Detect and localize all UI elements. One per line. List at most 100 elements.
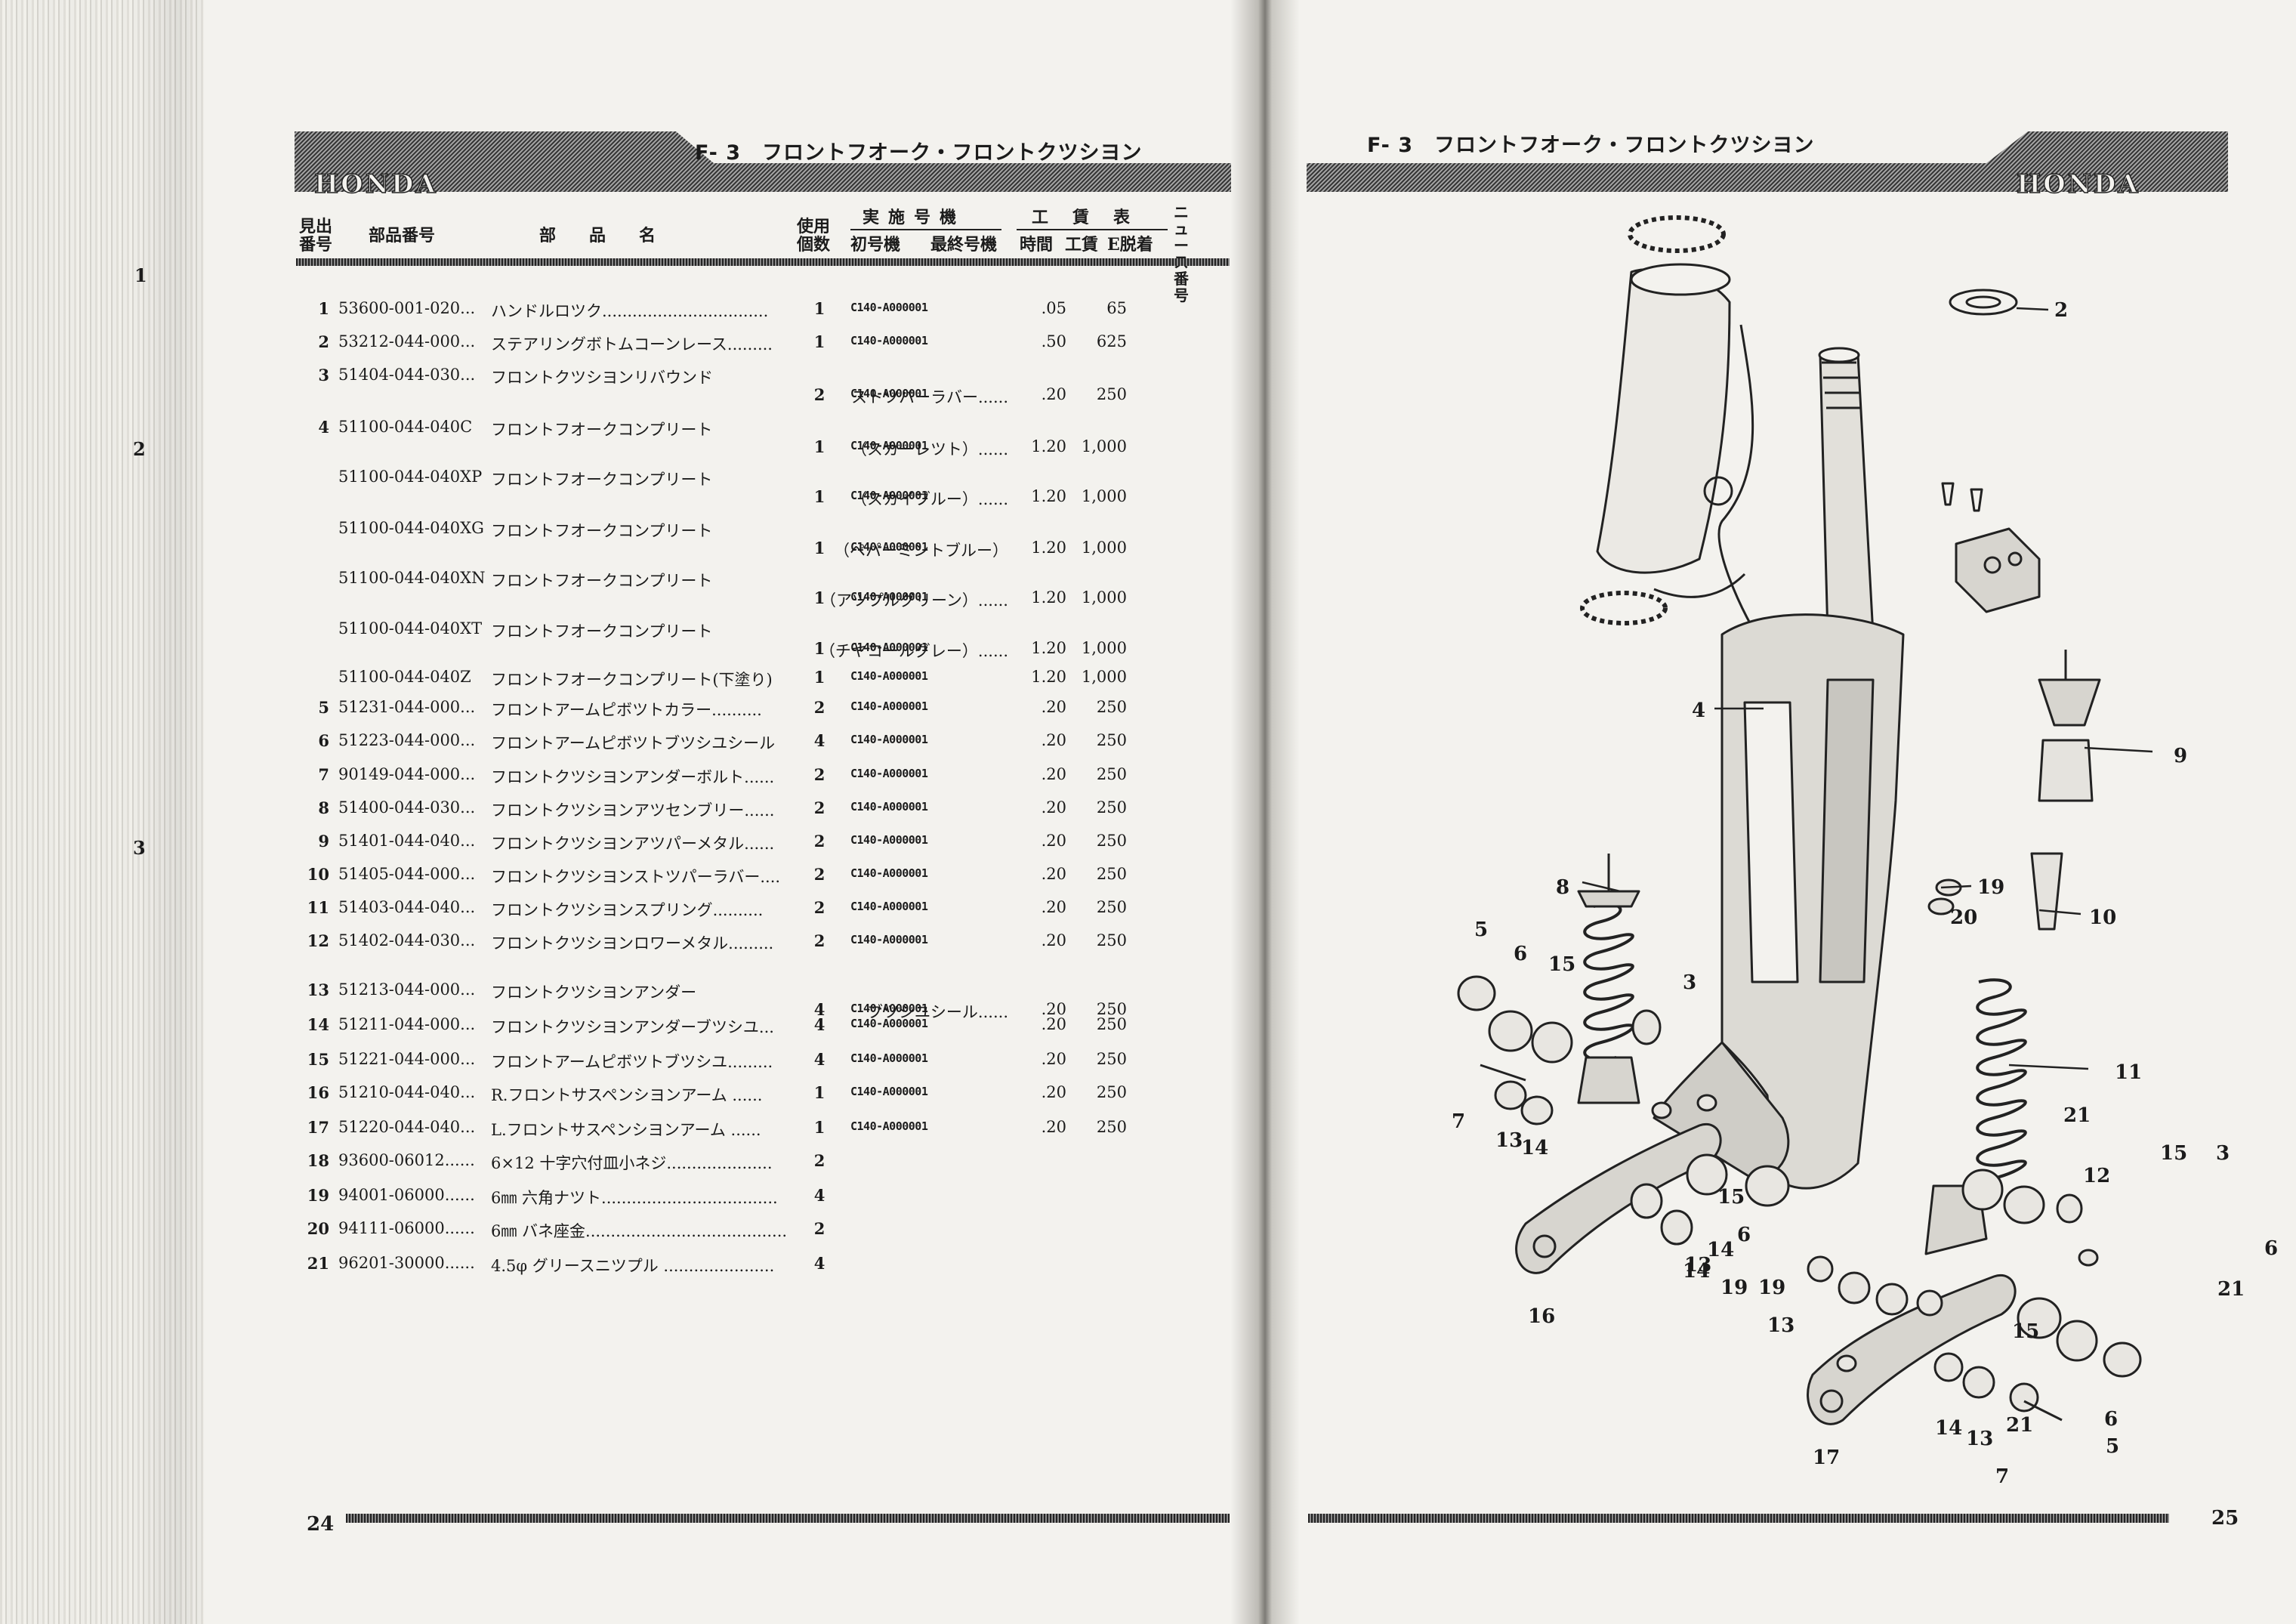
- labor-time: .20: [1041, 698, 1066, 716]
- header-first-serial: 初号機: [850, 235, 901, 255]
- part-number: 51100-044-040XN: [338, 569, 486, 587]
- header-news-no: ニュース番号: [1174, 203, 1189, 304]
- labor-time: 1.20: [1031, 639, 1066, 657]
- footer-rule: [1308, 1514, 2169, 1523]
- exploded-parts-diagram: [1457, 215, 2153, 1425]
- labor-wage: 250: [1096, 1015, 1127, 1033]
- part-number: 51220-044-040...: [338, 1118, 476, 1136]
- callout-number: 4: [1692, 699, 1706, 722]
- callout-number: 7: [1452, 1110, 1466, 1133]
- part-number: 51231-044-000...: [338, 698, 476, 716]
- header-labor-rule: [1017, 229, 1168, 230]
- part-name: フロントフオークコンプリート: [491, 572, 713, 590]
- callout-number: 19: [1977, 876, 2005, 899]
- part-name: フロントクツシヨンアンダー: [491, 983, 697, 1002]
- book-gutter: [1231, 0, 1299, 1624]
- callout-number: 15: [1717, 1186, 1745, 1209]
- callout-number: 21: [2217, 1278, 2245, 1301]
- first-serial: C140-A000001: [850, 833, 928, 847]
- callout-number: 13: [1966, 1428, 1994, 1450]
- part-name-cont: （スカイブルー）......: [850, 490, 1008, 508]
- margin-number: 2: [133, 438, 146, 460]
- callout-number: 13: [1767, 1314, 1795, 1337]
- callout-number: 14: [1521, 1137, 1549, 1159]
- labor-wage: 1,000: [1081, 539, 1127, 557]
- callout-number: 16: [1528, 1305, 1556, 1328]
- first-serial: C140-A000001: [850, 387, 928, 400]
- first-serial: C140-A000001: [850, 1002, 928, 1015]
- part-number: 53212-044-000...: [338, 332, 476, 350]
- callout-number: 14: [1707, 1239, 1735, 1261]
- labor-time: .20: [1041, 898, 1066, 916]
- quantity: 1: [813, 1083, 826, 1102]
- quantity: 1: [813, 437, 826, 456]
- ref-number: 14: [307, 1015, 329, 1034]
- callout-number: 3: [2216, 1142, 2230, 1165]
- part-name: 4.5φ グリースニツプル ......................: [491, 1257, 775, 1275]
- callout-number: 12: [2083, 1165, 2111, 1187]
- labor-wage: 250: [1096, 385, 1127, 403]
- labor-wage: 250: [1096, 898, 1127, 916]
- part-number: 51402-044-030...: [338, 931, 476, 949]
- part-name: フロントフオークコンプリート: [491, 622, 713, 641]
- callout-number: 9: [2174, 745, 2188, 767]
- header-qty: 使用 個数: [797, 217, 831, 255]
- first-serial: C140-A000001: [850, 489, 928, 502]
- callout-number: 15: [1548, 953, 1576, 976]
- part-number: 90149-044-000...: [338, 765, 476, 783]
- labor-time: .20: [1041, 1015, 1066, 1033]
- labor-wage: 1,000: [1081, 487, 1127, 505]
- quantity: 2: [813, 798, 826, 817]
- quantity: 1: [813, 668, 826, 687]
- header-wage: 工賃: [1065, 235, 1099, 255]
- ref-number: 12: [307, 931, 329, 950]
- quantity: 4: [813, 1050, 826, 1069]
- title-banner: [1307, 131, 2228, 192]
- first-serial: C140-A000001: [850, 933, 928, 946]
- callout-number: 7: [1995, 1465, 2010, 1488]
- part-number: 51213-044-000...: [338, 980, 476, 999]
- first-serial: C140-A000001: [850, 1051, 928, 1065]
- labor-time: .20: [1041, 1118, 1066, 1136]
- first-serial: C140-A000001: [850, 439, 928, 452]
- quantity: 4: [813, 1015, 826, 1034]
- part-name: フロントフオークコンプリート: [491, 471, 713, 489]
- ref-number: 16: [307, 1083, 329, 1102]
- first-serial: C140-A000001: [850, 1017, 928, 1030]
- header-rule: [296, 258, 1230, 266]
- header-serial-rule: [850, 229, 1001, 230]
- ref-number: 7: [318, 765, 329, 784]
- ref-number: 4: [318, 418, 329, 437]
- part-number: 96201-30000......: [338, 1254, 475, 1272]
- labor-wage: 625: [1096, 332, 1127, 350]
- part-name: フロントクツシヨンリバウンド: [491, 369, 713, 387]
- callout-number: 21: [2006, 1414, 2034, 1437]
- honda-logo: HONDA: [2016, 168, 2140, 200]
- part-number: 53600-001-020...: [338, 299, 476, 317]
- labor-time: .50: [1041, 332, 1066, 350]
- part-name-cont: （ペパーミントブルー）: [834, 542, 1008, 560]
- part-name: フロントクツシヨンアンダーボルト......: [491, 768, 775, 786]
- ref-number: 11: [307, 898, 329, 917]
- part-number: 51210-044-040...: [338, 1083, 476, 1101]
- page-shadow: [136, 0, 204, 1624]
- part-name: ハンドルロツク.................................: [491, 302, 769, 320]
- title-banner: [295, 131, 1231, 192]
- ref-number: 19: [307, 1186, 329, 1205]
- callout-number: 5: [2106, 1435, 2120, 1458]
- callout-number: 15: [2160, 1142, 2188, 1165]
- ref-number: 9: [318, 832, 329, 851]
- first-serial: C140-A000001: [850, 301, 928, 314]
- header-labor-group: 工賃表: [1032, 208, 1155, 227]
- part-name: フロントアームピボツトブツシユシール: [491, 734, 776, 752]
- quantity: 1: [813, 588, 826, 607]
- quantity: 2: [813, 698, 826, 717]
- callout-number: 17: [1813, 1446, 1841, 1469]
